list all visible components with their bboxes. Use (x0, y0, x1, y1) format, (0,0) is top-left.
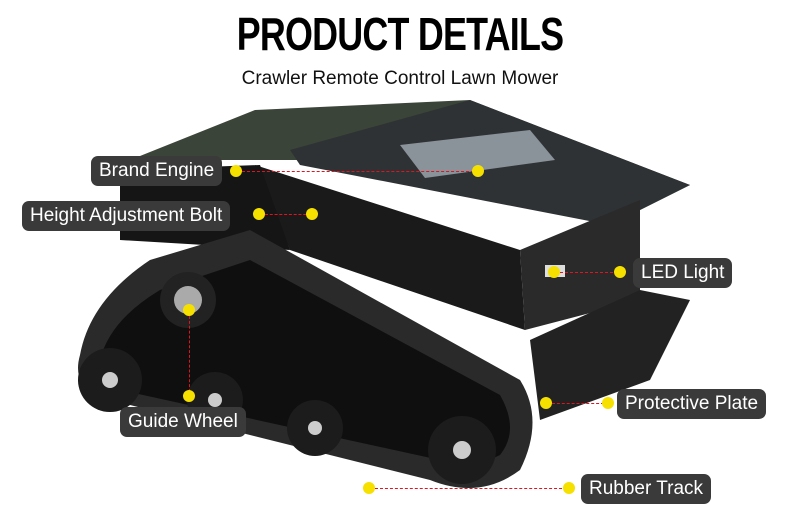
callout-guide-wheel: Guide Wheel (120, 407, 246, 437)
leader-line (189, 316, 190, 392)
callout-rubber-track: Rubber Track (581, 474, 712, 504)
leader-line (552, 403, 604, 404)
callout-dot (548, 266, 560, 278)
callout-dot (614, 266, 626, 278)
callout-brand-engine: Brand Engine (91, 156, 223, 186)
callout-dot (306, 208, 318, 220)
leader-line (265, 214, 311, 215)
callout-dot (183, 390, 195, 402)
callout-dot (253, 208, 265, 220)
callout-led-light: LED Light (633, 258, 733, 288)
callout-protective-plate: Protective Plate (617, 389, 767, 419)
callout-height-adjustment-bolt: Height Adjustment Bolt (22, 201, 231, 231)
leader-line (242, 171, 474, 172)
callout-dot (540, 397, 552, 409)
leader-line (375, 488, 567, 489)
callout-dot (230, 165, 242, 177)
callout-dot (563, 482, 575, 494)
callout-dot (602, 397, 614, 409)
page-subtitle: Crawler Remote Control Lawn Mower (241, 68, 559, 89)
leader-line (560, 272, 618, 273)
callout-dot (472, 165, 484, 177)
callout-dot (363, 482, 375, 494)
page-title: PRODUCT DETAILS (236, 8, 564, 60)
callout-dot (183, 304, 195, 316)
